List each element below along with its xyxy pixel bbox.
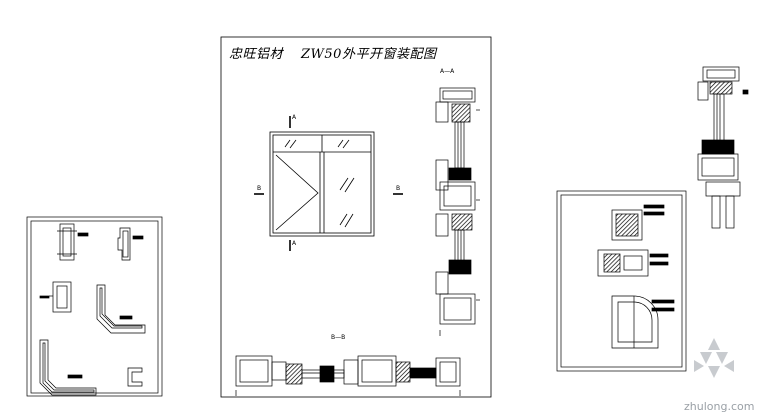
profile-section-3	[39, 281, 72, 313]
corner-detail-3	[611, 295, 675, 349]
marker-right: B	[396, 185, 401, 192]
section-label-b-b: B—B	[331, 334, 346, 341]
drawing-model-title: ZW50外平开窗装配图	[301, 47, 437, 62]
right-corner-sheet	[556, 190, 687, 372]
corner-detail-1	[611, 204, 665, 241]
right-vertical-section	[697, 66, 749, 229]
marker-bottom: A	[292, 240, 297, 247]
zhulong-logo	[694, 338, 734, 378]
brand-name: 忠旺铝材	[229, 47, 284, 62]
drawing-title: 忠旺铝材 ZW50外平开窗装配图	[229, 43, 436, 62]
profile-section-4	[96, 284, 146, 334]
profile-section-2	[117, 227, 144, 261]
profile-section-1	[57, 223, 89, 261]
main-assembly-sheet	[220, 36, 492, 398]
left-profile-sheet	[26, 216, 163, 397]
corner-detail-2	[597, 249, 669, 277]
profile-section-5	[39, 339, 97, 396]
window-elevation	[254, 116, 403, 251]
marker-left: B	[257, 185, 262, 192]
watermark-text: zhulong.com	[684, 400, 755, 413]
profile-section-6	[127, 367, 143, 387]
section-label-a-a: A—A	[440, 68, 455, 75]
marker-top: A	[292, 114, 297, 121]
vertical-section-a-a	[435, 87, 480, 336]
horizontal-section-b-b	[235, 355, 461, 396]
